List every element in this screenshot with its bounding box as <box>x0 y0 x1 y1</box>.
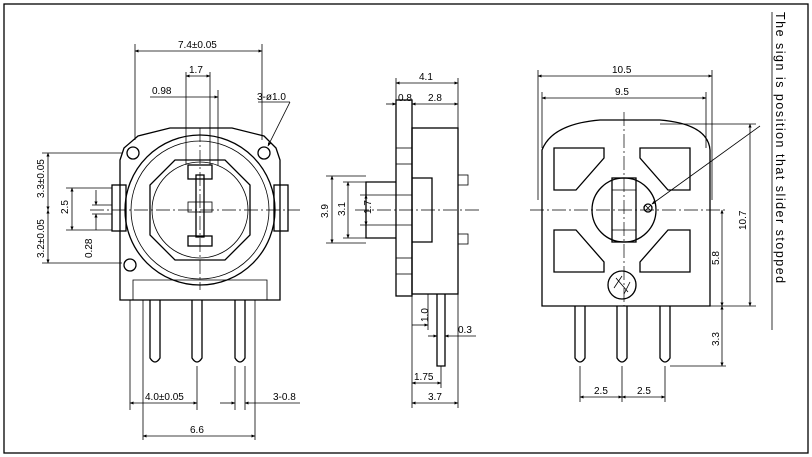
dim-rear-outer-width: 10.5 <box>612 65 632 76</box>
dim-front-width-top: 7.4±0.05 <box>178 40 217 51</box>
dim-offset: 0.98 <box>152 86 172 97</box>
rear-pin-center <box>616 306 628 363</box>
dim-total-width: 6.6 <box>190 425 204 436</box>
side-rear-nub-top <box>457 174 469 186</box>
rear-body-outline <box>541 119 711 307</box>
rear-pin-left <box>574 306 586 363</box>
note-leader <box>651 125 761 205</box>
dim-side-height-inner: 1.7 <box>363 200 374 214</box>
dim-lower-height: 3.2±0.05 <box>36 219 47 258</box>
front-clip-left <box>111 184 127 232</box>
dim-side-height-outer: 3.9 <box>320 204 331 218</box>
rear-terminal-hole <box>607 270 637 300</box>
side-clip-upper <box>395 147 413 165</box>
side-shaft-lines <box>396 194 412 226</box>
side-rear-nub-bottom <box>457 233 469 245</box>
dim-rear-inner-width: 9.5 <box>615 87 629 98</box>
position-sign-icon <box>643 203 653 213</box>
dim-rear-pitch-right: 2.5 <box>637 386 651 397</box>
front-pin-left <box>149 300 161 363</box>
rear-pad-top-left <box>553 147 605 191</box>
note-group: The sign is position that slider stopped <box>651 12 787 330</box>
rear-pad-bottom-left <box>553 229 605 273</box>
dim-side-pin-offset: 1.75 <box>414 372 434 383</box>
dim-rear-pitch-left: 2.5 <box>594 386 608 397</box>
dim-rear-pin-length: 3.3 <box>711 332 722 346</box>
dim-slot-height: 2.5 <box>60 200 71 214</box>
rear-pad-top-right <box>639 147 691 191</box>
dim-side-height-mid: 3.1 <box>337 202 348 216</box>
front-clip-right <box>273 184 289 232</box>
dim-side-pin-step: 1.0 <box>420 308 431 322</box>
rear-pin-right <box>659 306 671 363</box>
dim-side-pin-thickness: 0.3 <box>458 325 472 336</box>
dim-side-depth: 4.1 <box>419 72 433 83</box>
dim-upper-height: 3.3±0.05 <box>36 159 47 198</box>
dim-rear-total-height: 10.7 <box>738 210 749 230</box>
dim-rear-half-height: 5.8 <box>711 251 722 265</box>
note-text: The sign is position that slider stopped <box>773 12 787 285</box>
front-view: 7.4±0.05 1.7 0.98 3-ø1.0 3.3±0.05 3.2±0.… <box>36 40 300 440</box>
dim-pin-size: 3-0.8 <box>273 392 296 403</box>
rear-view: 10.5 9.5 10.7 5.8 3.3 2.5 2.5 <box>530 65 756 402</box>
side-view: 4.1 0.8 2.8 3.9 3.1 1.7 1.0 0.3 1.75 3.7 <box>320 72 480 408</box>
rotor-octagon <box>149 159 251 261</box>
front-hole-bottom-left <box>123 258 137 272</box>
drawing-border <box>3 3 809 454</box>
side-clip-lower <box>395 257 413 275</box>
dim-holes: 3-ø1.0 <box>257 92 286 103</box>
front-hole-top-right <box>257 146 271 160</box>
dim-side-base-depth: 3.7 <box>428 392 442 403</box>
dim-side-front-thickness: 0.8 <box>398 93 412 104</box>
dim-slot-thickness: 0.28 <box>84 238 95 258</box>
dim-pin-pitch: 4.0±0.05 <box>145 392 184 403</box>
rear-pad-bottom-right <box>639 229 691 273</box>
side-pin <box>436 294 446 367</box>
front-body-step <box>132 279 268 300</box>
side-body <box>411 127 459 295</box>
dim-shaft-width: 1.7 <box>189 65 203 76</box>
front-hole-top-left <box>126 146 140 160</box>
dim-side-body-thickness: 2.8 <box>428 93 442 104</box>
front-pin-center <box>191 300 203 363</box>
side-front-flange <box>395 99 413 297</box>
front-pin-right <box>234 300 246 363</box>
front-body-outline <box>119 127 281 301</box>
